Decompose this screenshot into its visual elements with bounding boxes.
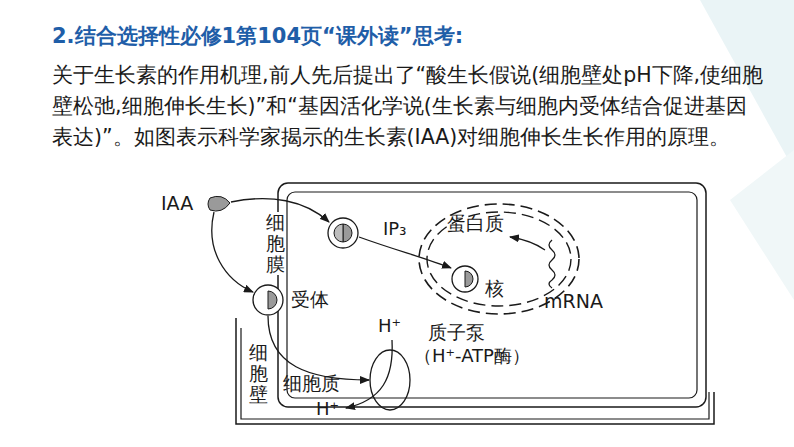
- receptor-iaa: [334, 224, 343, 242]
- signal-arrow: [268, 316, 369, 380]
- cell-membrane: [278, 183, 706, 407]
- node-text: 受体: [291, 288, 329, 311]
- iaa-icon: [208, 196, 230, 211]
- receptor: [328, 218, 358, 248]
- arrow: [359, 237, 451, 268]
- molecule-label: IAA: [161, 192, 193, 215]
- mrna-strand: [549, 240, 555, 288]
- molecule-label: IP₃: [383, 218, 406, 240]
- cell-membrane: [287, 192, 697, 398]
- question-heading: 2.结合选择性必修1第104页“课外读”思考:: [52, 24, 463, 49]
- cell-wall: [236, 318, 714, 424]
- paragraph: 关于生长素的作用机理,前人先后提出了“酸生长假说(细胞壁处pH下降,使细胞壁松弛…: [52, 60, 767, 153]
- ion-label: H⁺: [378, 315, 401, 337]
- arrow: [510, 237, 545, 250]
- receptor-node: 受体: [253, 285, 337, 317]
- part-label: 细胞壁: [249, 342, 268, 405]
- arrow: [212, 212, 253, 292]
- receptor-iaa: [343, 224, 352, 242]
- proton-pump: 质子泵（H⁺-ATP酶）: [368, 318, 563, 413]
- nucleus: 核: [418, 203, 580, 315]
- node-text: 质子泵: [428, 321, 485, 344]
- part-label: 细胞质: [283, 372, 340, 395]
- decor: [730, 150, 794, 300]
- molecule-label: mRNA: [544, 290, 603, 313]
- node-text: 核: [485, 277, 504, 300]
- molecule-label: 蛋白质: [447, 212, 504, 235]
- ion-label: H⁺: [316, 398, 339, 420]
- node-text: （H⁺-ATP酶）: [414, 345, 530, 367]
- part-label: 细胞膜: [266, 212, 285, 275]
